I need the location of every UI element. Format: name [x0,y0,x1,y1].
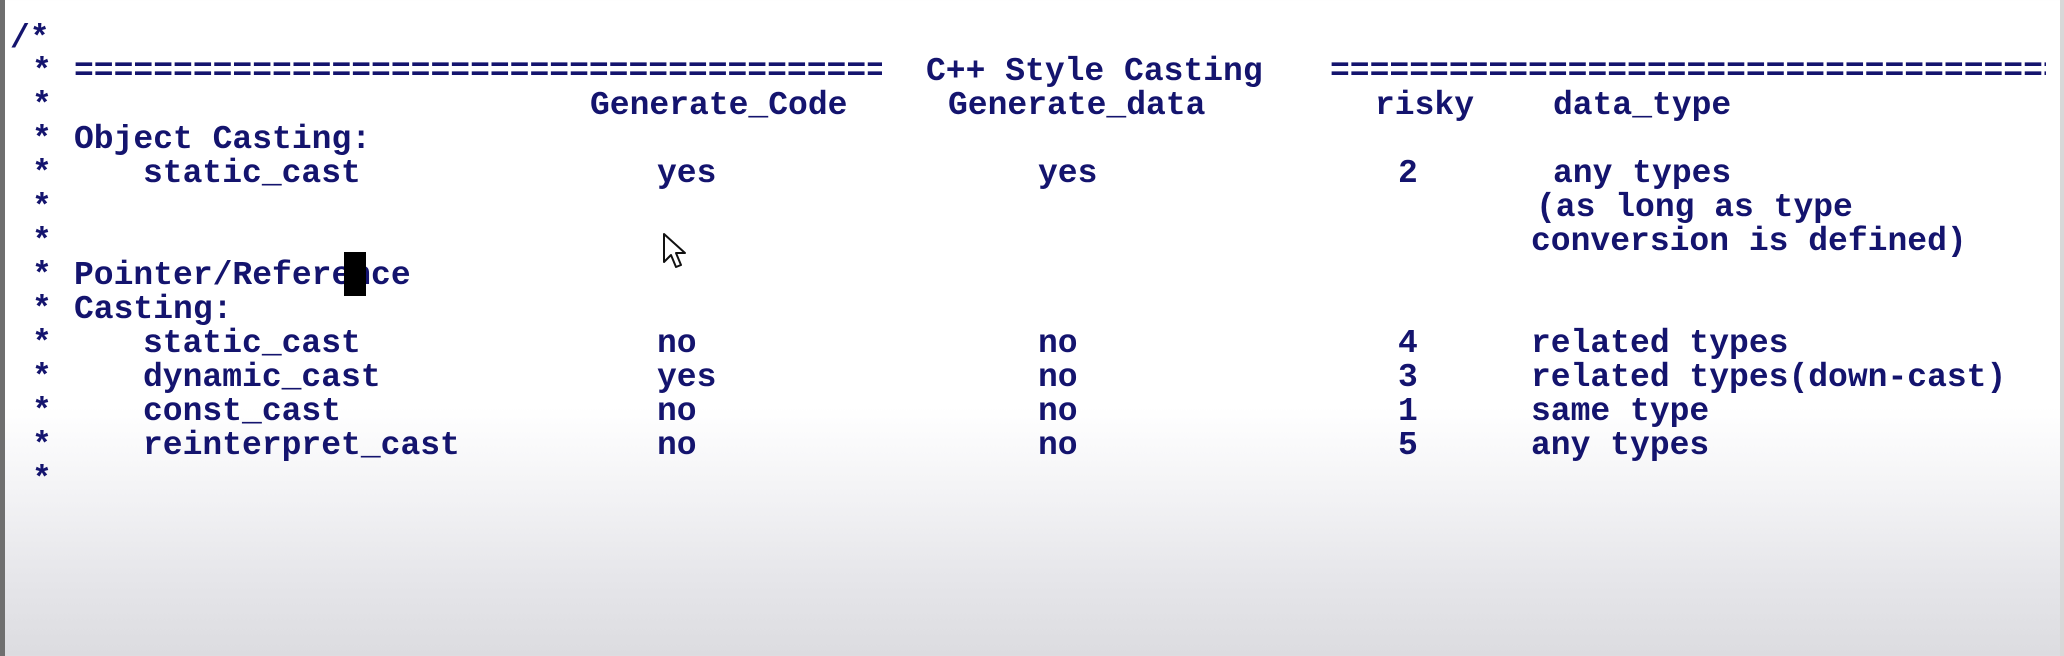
risky-value: 4 [1398,325,1418,362]
generate-code-value: no [657,427,697,464]
editor-right-edge [2060,0,2064,656]
code-line-continuation-2: * conversion is defined) [0,220,2064,264]
code-line-continuation-1: * (as long as type [0,186,2064,230]
header-generate-code: Generate_Code [590,87,848,124]
comment-star: * [32,189,52,226]
generate-code-value: yes [657,359,717,396]
banner-rule-right: ========================================… [1330,53,2046,90]
code-line-headers: * Generate_Code Generate_data risky data… [0,84,2064,128]
cast-name: const_cast [143,393,342,430]
risky-value: 5 [1398,427,1418,464]
banner-title: C++ Style Casting [926,53,1263,90]
code-line-object-section: * Object Casting: [0,118,2064,162]
generate-code-value: no [657,325,697,362]
risky-value: 2 [1398,155,1418,192]
comment-star: * [32,359,52,396]
block-cursor [344,252,366,296]
generate-data-value: no [1038,427,1078,464]
data-type-value: same type [1531,393,1710,430]
editor-left-border [0,0,5,656]
cast-name: dynamic_cast [143,359,381,396]
data-type-continuation: conversion is defined) [1531,223,1967,260]
comment-star: * [32,53,52,90]
data-type-value: any types [1531,427,1710,464]
risky-value: 1 [1398,393,1418,430]
data-type-value: related types(down-cast) [1531,359,2007,396]
comment-star: * [32,223,52,260]
cast-name: reinterpret_cast [143,427,460,464]
generate-data-value: no [1038,325,1078,362]
banner-rule-left: ========================================… [74,53,882,90]
generate-data-value: no [1038,393,1078,430]
comment-star: * [32,325,52,362]
comment-star: * [32,257,52,294]
comment-open: /* [10,20,50,57]
generate-code-value: no [657,393,697,430]
data-type-value: related types [1531,325,1789,362]
table-row: * dynamic_cast yes no 3 related types(do… [0,356,2064,400]
data-type-continuation: (as long as type [1536,189,1853,226]
pointer-section-label-cont: Casting: [74,291,233,328]
object-section-label: Object Casting: [74,121,372,158]
header-data-type: data_type [1553,87,1732,124]
comment-star: * [32,427,52,464]
generate-data-value: no [1038,359,1078,396]
generate-code-value: yes [657,155,717,192]
code-line-banner: * ======================================… [0,50,2064,94]
table-row: * const_cast no no 1 same type [0,390,2064,434]
table-row: * reinterpret_cast no no 5 any types [0,424,2064,468]
comment-star: * [32,291,52,328]
generate-data-value: yes [1038,155,1098,192]
code-line-pointer-section-2: * Casting: [0,288,2064,332]
comment-star: * [32,155,52,192]
code-line-end: * [0,458,2064,502]
table-row: * static_cast no no 4 related types [0,322,2064,366]
comment-star: * [32,393,52,430]
cast-name: static_cast [143,155,361,192]
data-type-value: any types [1553,155,1732,192]
comment-star: * [32,87,52,124]
risky-value: 3 [1398,359,1418,396]
comment-star: * [32,461,52,498]
comment-star: * [32,121,52,158]
table-row: * static_cast yes yes 2 any types [0,152,2064,196]
header-generate-data: Generate_data [948,87,1206,124]
header-risky: risky [1375,87,1475,124]
code-line-1: /* [0,17,2064,61]
cast-name: static_cast [143,325,361,362]
mouse-pointer-icon [663,233,686,268]
